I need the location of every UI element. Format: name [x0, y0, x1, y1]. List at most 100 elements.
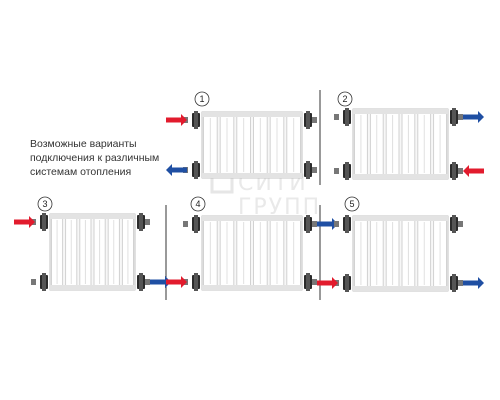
caption-line-3: системам отопления: [30, 166, 132, 178]
valve-nut: [42, 273, 46, 291]
valve-top-right: [137, 213, 150, 231]
bottom-collector: [202, 173, 302, 178]
arrow-shaft: [469, 168, 484, 174]
valve-top-right: [450, 215, 463, 233]
valve-nut: [139, 273, 143, 291]
arrow-shaft: [463, 114, 478, 120]
radiator-frame: [352, 108, 449, 180]
valve-nut: [452, 274, 456, 292]
radiator-variant-5: 5: [317, 196, 484, 292]
caption: Возможные варианты подключения к различн…: [30, 137, 190, 179]
valve-nut: [194, 215, 198, 233]
arrow-head: [181, 114, 187, 126]
valve-nut: [306, 273, 310, 291]
valve-nut: [345, 215, 349, 233]
bottom-collector: [353, 286, 448, 291]
variant-number: 5: [349, 199, 354, 209]
variant-number-badge: 2: [337, 91, 353, 107]
valve-nut: [345, 274, 349, 292]
supply-arrow: [14, 216, 35, 228]
arrow-shaft: [14, 219, 29, 225]
arrow-head: [29, 216, 35, 228]
valve-bottom-right: [304, 161, 317, 179]
valve-top-left: [183, 215, 200, 233]
radiator-frame: [201, 215, 303, 291]
valve-nut: [345, 162, 349, 180]
radiator-body: [352, 215, 449, 292]
valve-stub: [312, 279, 317, 285]
valve-stub: [334, 221, 339, 227]
valve-stub: [31, 279, 36, 285]
badge-circle: [194, 91, 210, 107]
variant-number: 4: [195, 199, 200, 209]
valve-top-right: [304, 215, 317, 233]
badge-circle: [337, 91, 353, 107]
arrow-head: [166, 164, 172, 176]
arrow-shaft: [166, 279, 181, 285]
valve-top-right: [450, 108, 463, 126]
valve-nut: [452, 215, 456, 233]
caption-line-1: Возможные варианты: [30, 138, 137, 150]
badge-circle: [37, 196, 53, 212]
valve-bottom-right: [450, 162, 463, 180]
arrow-head: [181, 276, 187, 288]
bottom-collector: [50, 285, 135, 290]
valve-bottom-right: [304, 273, 317, 291]
variant-number-badge: 5: [344, 196, 360, 212]
radiator-body: [201, 111, 303, 179]
valve-bottom-right: [450, 274, 463, 292]
arrow-shaft: [150, 279, 165, 285]
arrow-shaft: [166, 117, 181, 123]
valve-nut: [452, 108, 456, 126]
radiator-variant-3: 3: [14, 196, 171, 291]
variant-number: 3: [42, 199, 47, 209]
caption-line-2: подключения к различным: [30, 152, 160, 164]
valve-nut: [452, 162, 456, 180]
valve-bottom-right: [137, 273, 150, 291]
valve-nut: [139, 213, 143, 231]
arrow-shaft: [317, 221, 332, 227]
arrow-head: [478, 277, 484, 289]
valve-top-left: [334, 108, 351, 126]
valve-stub: [458, 280, 463, 286]
valve-stub: [312, 221, 317, 227]
arrow-head: [478, 111, 484, 123]
supply-arrow: [463, 165, 484, 177]
top-collector: [353, 109, 448, 114]
valve-nut: [306, 161, 310, 179]
valve-nut: [194, 111, 198, 129]
valve-bottom-left: [334, 162, 351, 180]
supply-arrow: [166, 114, 187, 126]
radiator-variant-4: 4: [166, 196, 338, 291]
radiator-frame: [352, 215, 449, 292]
supply-arrow: [166, 276, 187, 288]
arrow-head: [332, 277, 338, 289]
variant-number-badge: 4: [190, 196, 206, 212]
variant-number-badge: 1: [194, 91, 210, 107]
valve-nut: [345, 108, 349, 126]
badge-circle: [344, 196, 360, 212]
valve-stub: [145, 219, 150, 225]
valve-nut: [194, 161, 198, 179]
variant-number: 1: [199, 94, 204, 104]
radiator-body: [352, 108, 449, 180]
arrow-shaft: [317, 280, 332, 286]
valve-stub: [334, 168, 339, 174]
valve-nut: [306, 215, 310, 233]
bottom-collector: [353, 174, 448, 179]
valve-stub: [458, 168, 463, 174]
bottom-collector: [202, 285, 302, 290]
radiator-variant-1: 1: [166, 91, 317, 179]
variant-number: 2: [342, 94, 347, 104]
top-collector: [50, 214, 135, 219]
valve-stub: [458, 114, 463, 120]
return-arrow: [463, 111, 484, 123]
valve-nut: [306, 111, 310, 129]
valve-nut: [194, 273, 198, 291]
valve-stub: [312, 117, 317, 123]
variant-number-badge: 3: [37, 196, 53, 212]
valve-stub: [334, 114, 339, 120]
top-collector: [202, 112, 302, 117]
valve-stub: [458, 221, 463, 227]
